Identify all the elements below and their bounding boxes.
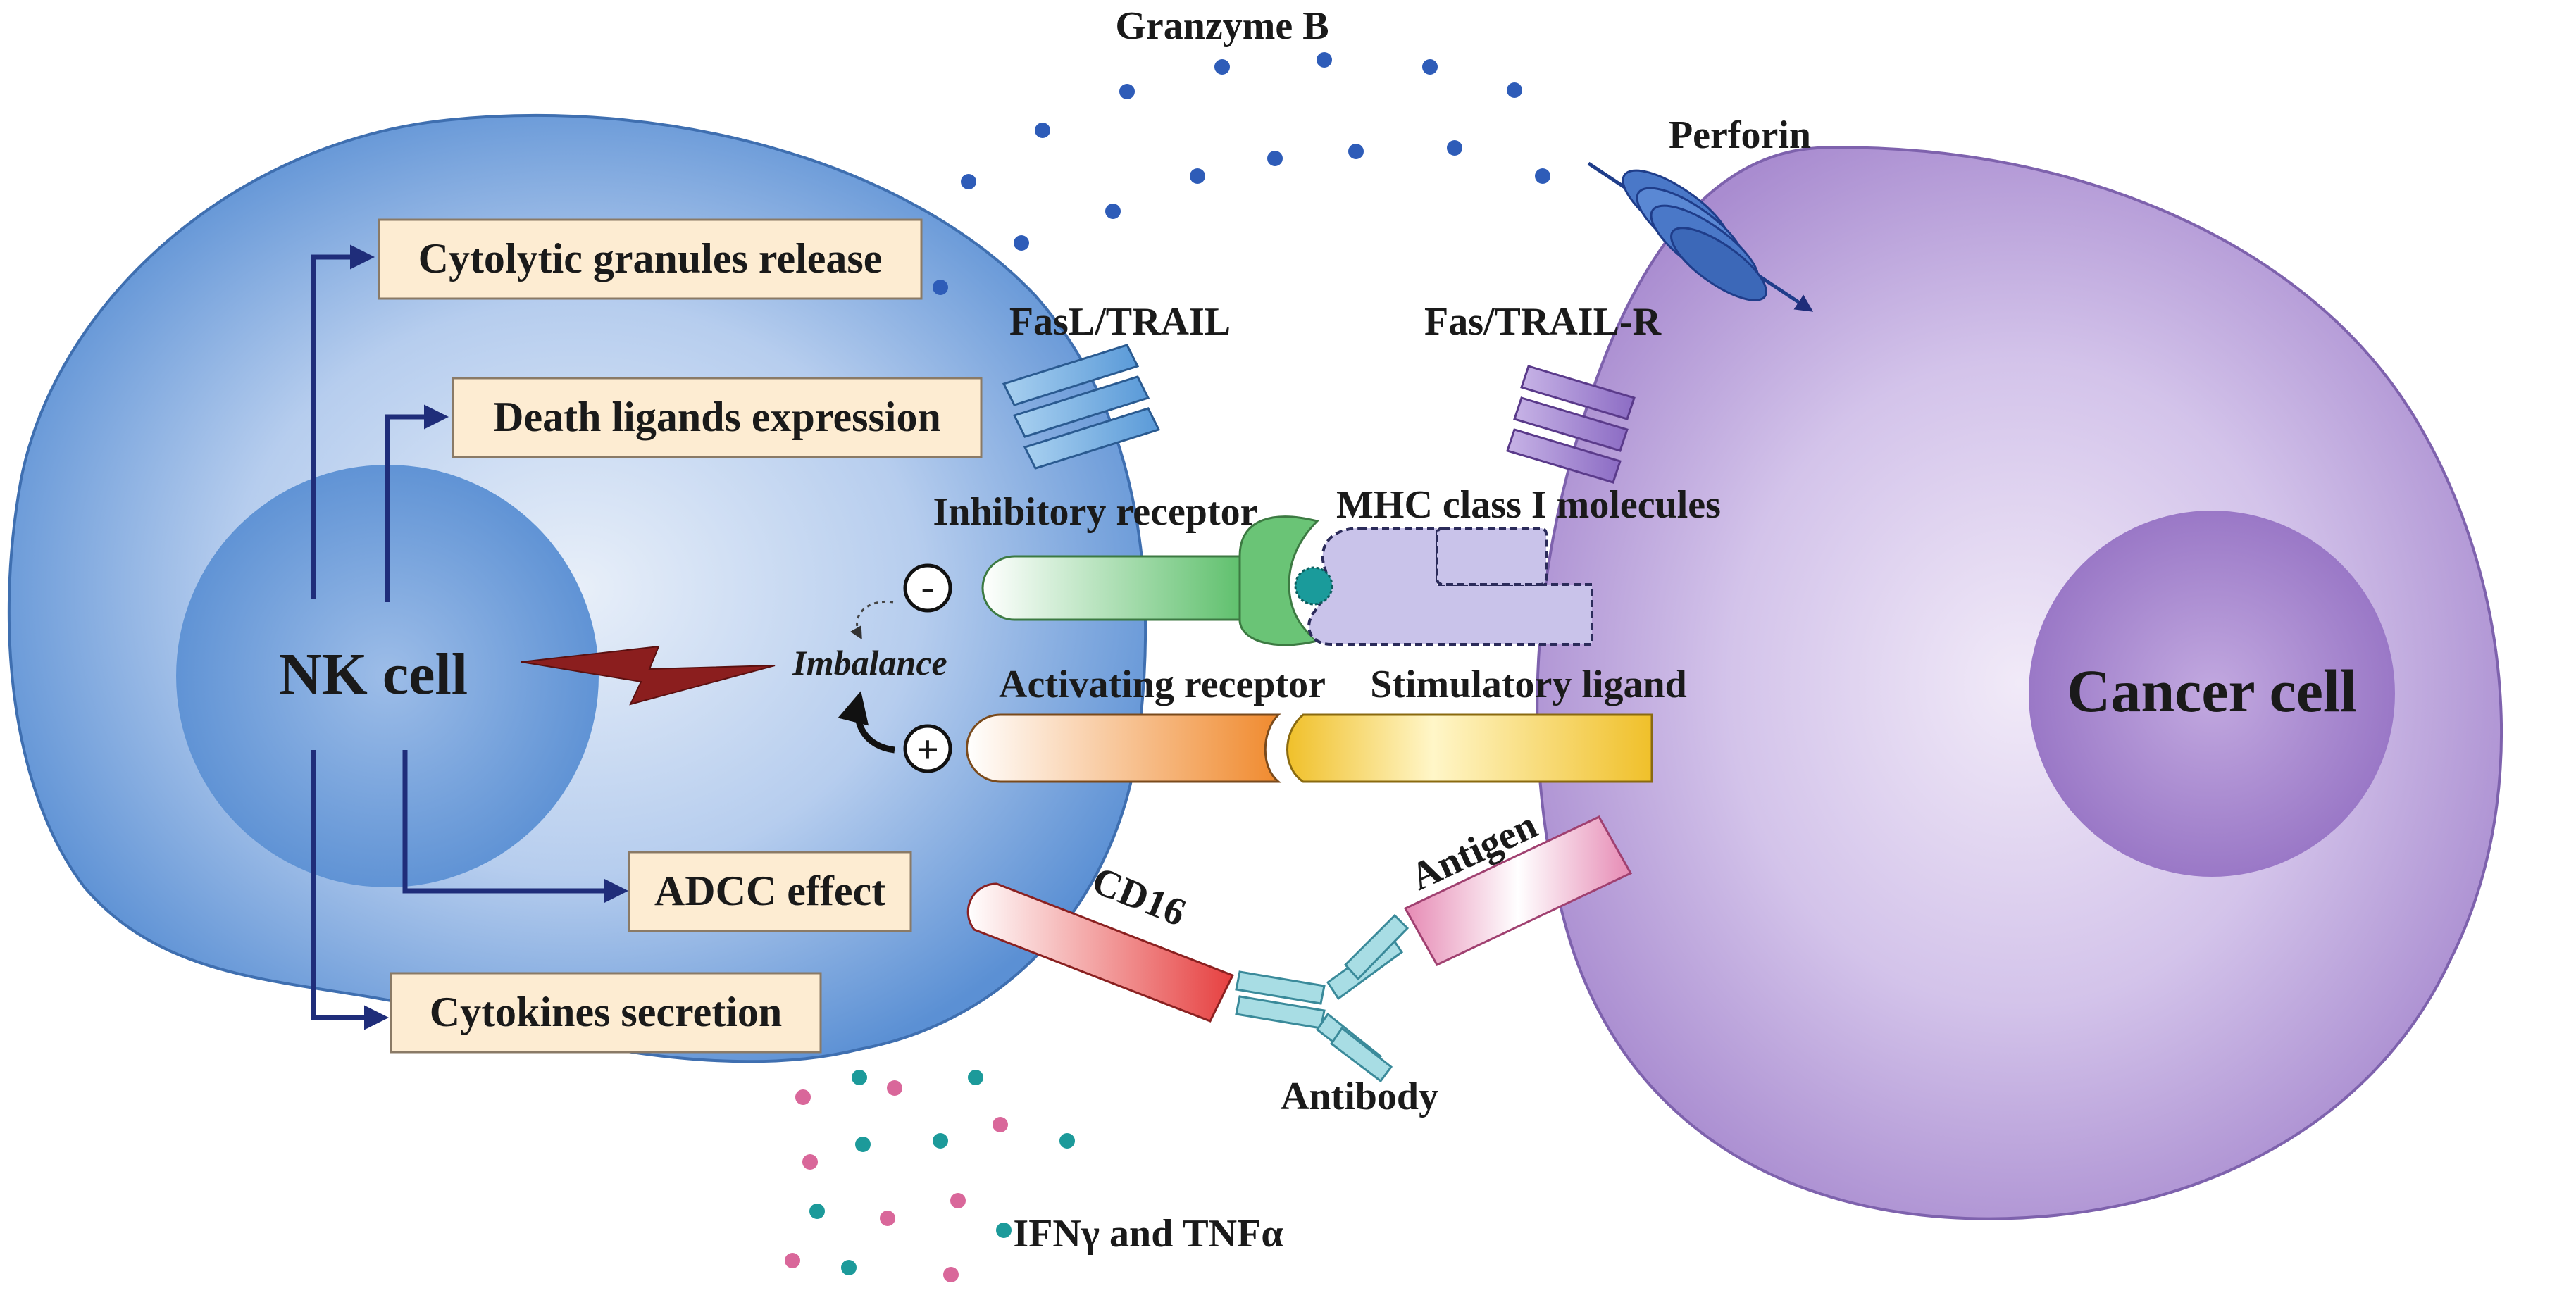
box-death-ligands: Death ligands expression <box>452 377 983 458</box>
mhc-class-i <box>1294 527 1593 646</box>
stimulatory-ligand <box>1286 713 1653 783</box>
activating-receptor <box>966 713 1282 783</box>
stimulatory-ligand-label: Stimulatory ligand <box>1370 663 1687 706</box>
mhc-label: MHC class I molecules <box>1336 483 1721 527</box>
cancer-cell: Cancer cell <box>1536 146 2503 1220</box>
plus-sign: + <box>903 724 952 773</box>
nk-cell-label: NK cell <box>279 642 468 707</box>
lightning-icon <box>521 645 776 706</box>
perforin-pore-icon <box>1587 161 1814 312</box>
box-granules-label: Cytolytic granules release <box>418 235 883 282</box>
box-adcc: ADCC effect <box>628 851 912 932</box>
box-cytokines: Cytokines secretion <box>390 972 822 1054</box>
cancer-cell-label: Cancer cell <box>2067 657 2357 725</box>
fasl-trail-label: FasL/TRAIL <box>1009 300 1231 344</box>
imbalance-dotted-arrow <box>850 600 894 640</box>
cytokine-dots <box>785 1070 1075 1282</box>
fas-trail-r-label: Fas/TRAIL-R <box>1424 300 1662 344</box>
box-granules: Cytolytic granules release <box>378 218 923 300</box>
granzyme-b-dots <box>933 52 1550 295</box>
perforin-label: Perforin <box>1669 113 1811 157</box>
inhibitory-receptor-label: Inhibitory receptor <box>933 490 1258 534</box>
box-cytokines-label: Cytokines secretion <box>430 989 783 1035</box>
function-arrows <box>311 244 628 1030</box>
fas-trail-r-icon <box>1506 365 1636 484</box>
activating-receptor-label: Activating receptor <box>999 663 1326 706</box>
cd16-receptor <box>966 882 1235 1023</box>
cancer-nucleus <box>2029 511 2395 877</box>
svg-text:+: + <box>916 728 939 772</box>
box-death-ligands-label: Death ligands expression <box>493 394 941 440</box>
minus-sign: - <box>903 563 952 613</box>
fasl-trail-icon <box>1002 344 1161 470</box>
svg-text:-: - <box>921 565 935 609</box>
antibody-icon <box>1235 913 1410 1083</box>
ifn-tnf-label: IFNγ and TNFα <box>1013 1212 1283 1256</box>
mhc-peptide <box>1294 566 1333 606</box>
imbalance-label: Imbalance <box>792 643 947 682</box>
granzyme-b-label: Granzyme B <box>1115 4 1329 48</box>
imbalance-plus-arrow <box>838 691 895 754</box>
nk-nucleus <box>176 465 599 887</box>
box-adcc-label: ADCC effect <box>654 868 885 914</box>
inhibitory-receptor <box>981 515 1320 646</box>
antibody-label: Antibody <box>1281 1075 1438 1118</box>
nk-cell: NK cell <box>7 113 1147 1063</box>
antigen <box>1403 815 1633 966</box>
